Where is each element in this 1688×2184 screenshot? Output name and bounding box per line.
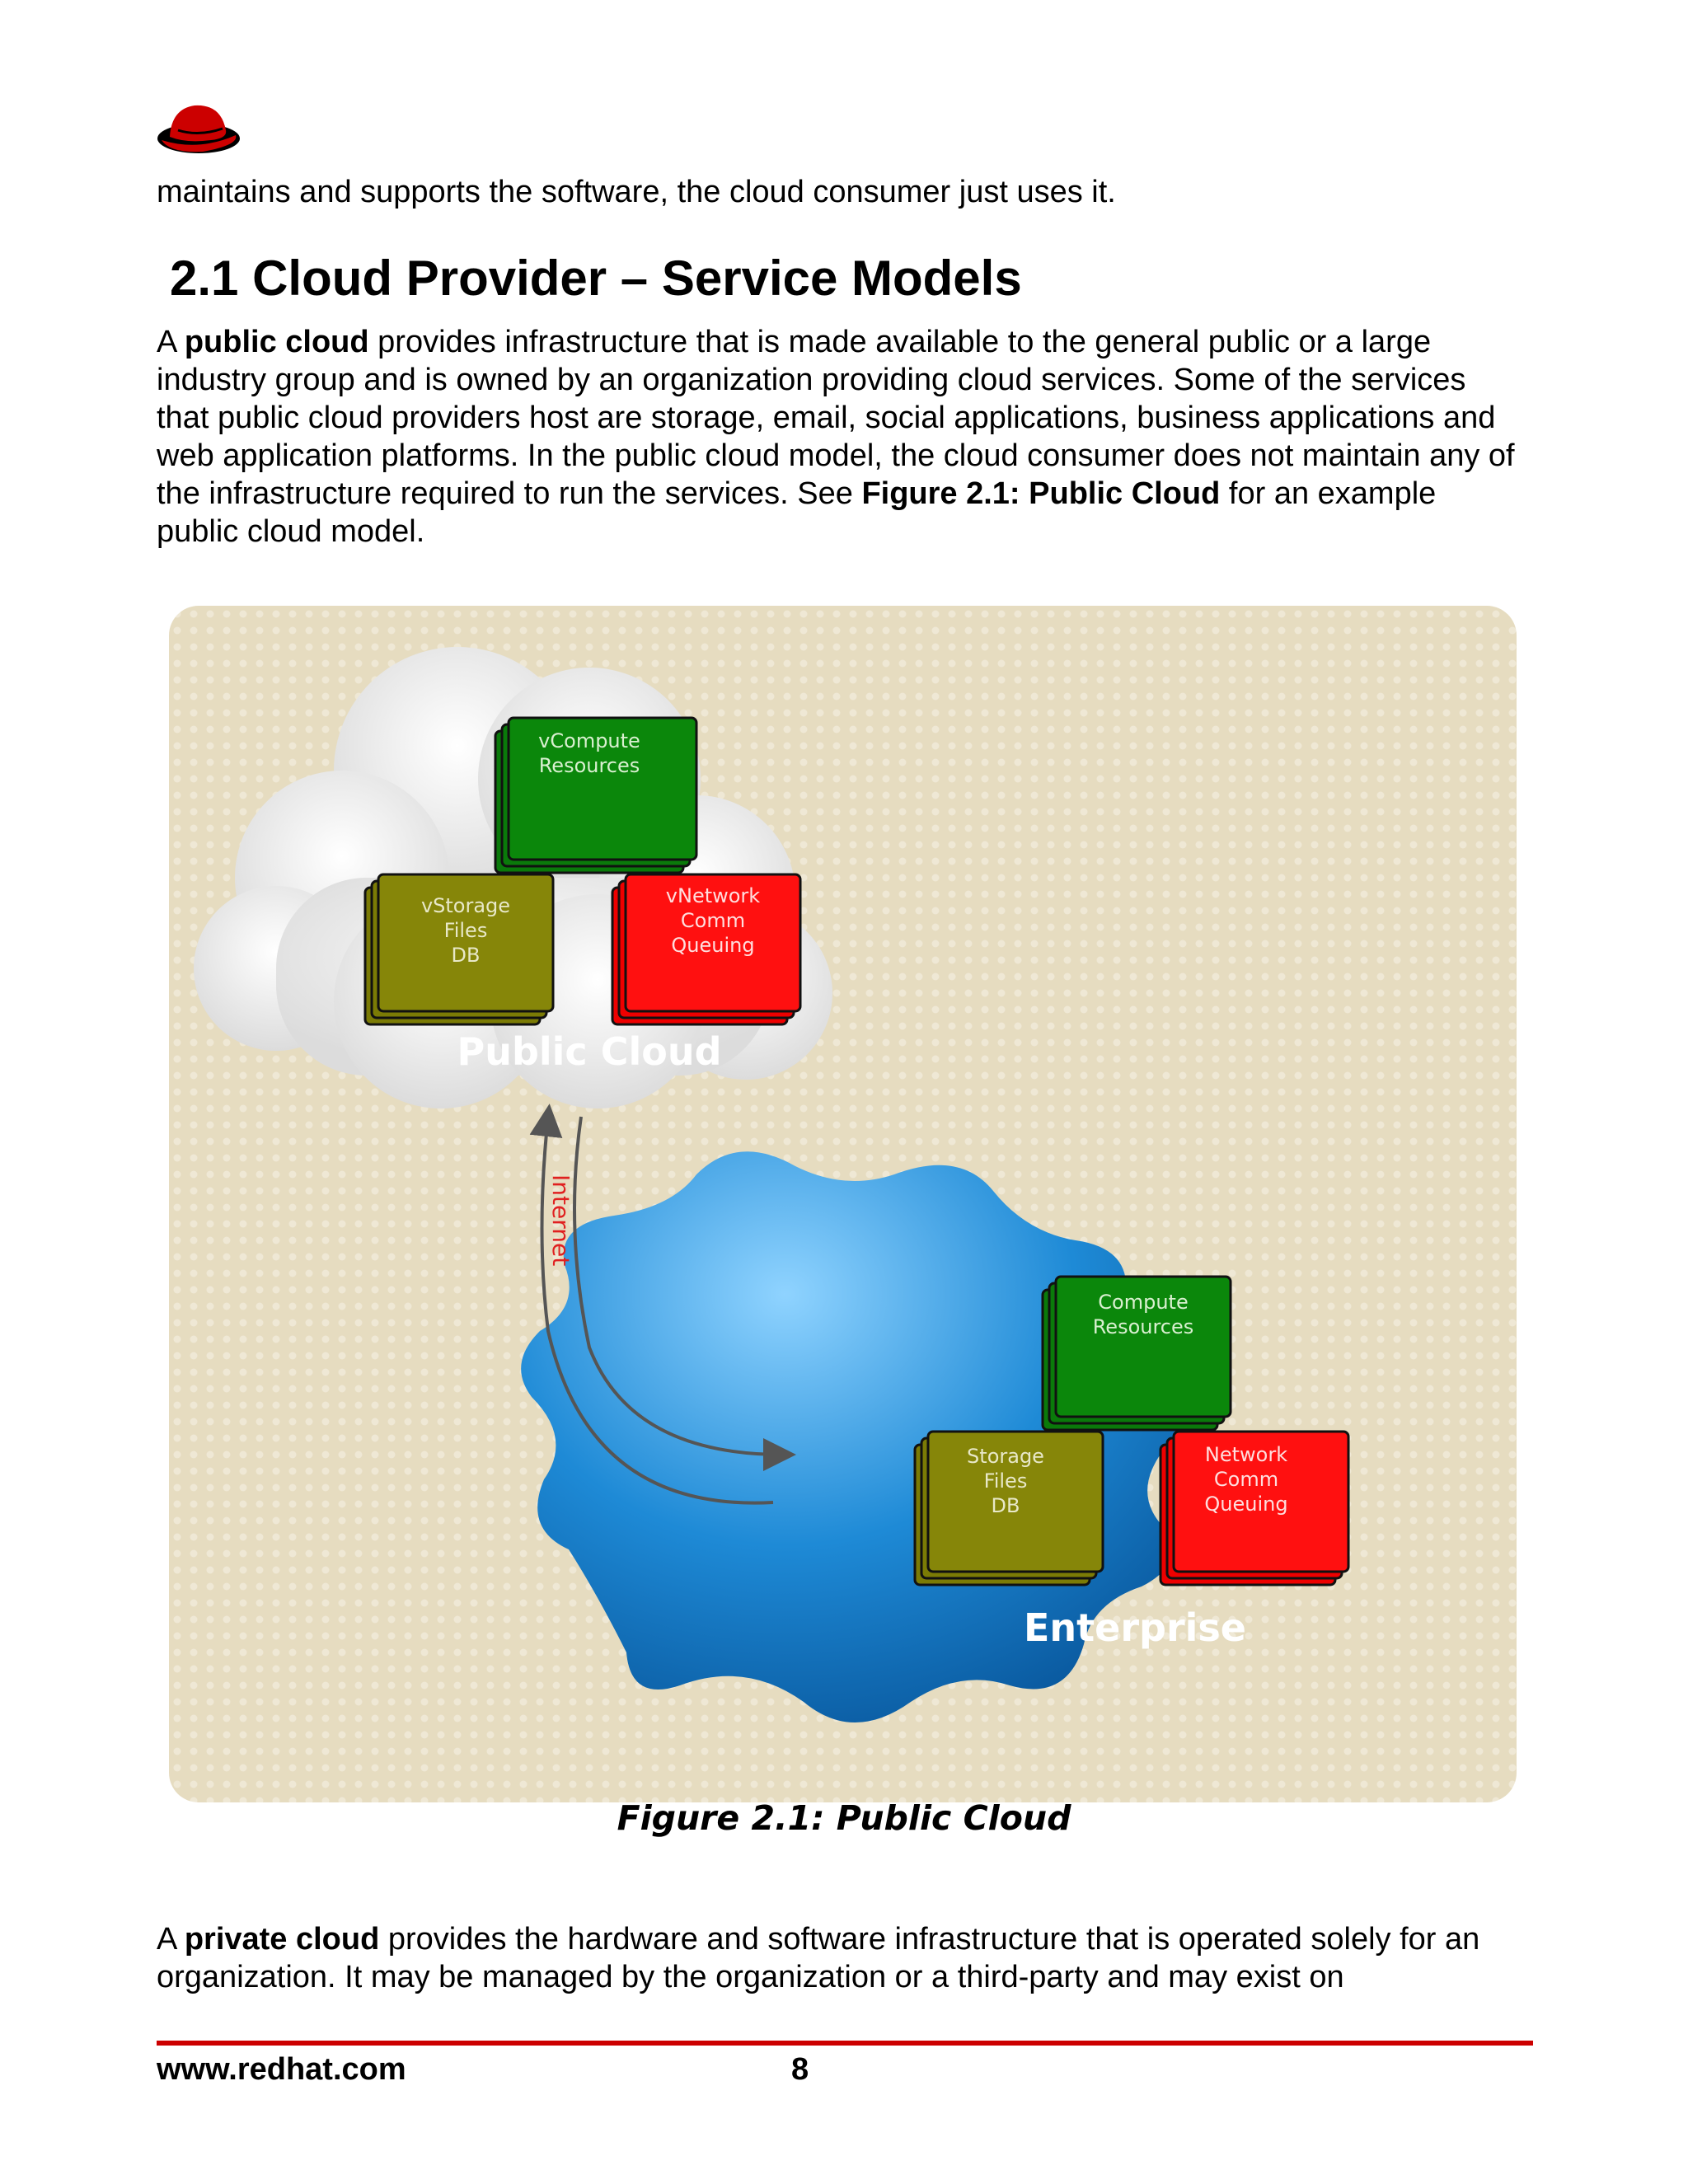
text-run: provides infrastructure that is made ava… [157, 325, 1515, 511]
network-label-3: Queuing [1204, 1493, 1287, 1516]
internet-arrow-down [573, 1116, 796, 1471]
paragraph-private-cloud: A private cloud provides the hardware an… [157, 1920, 1525, 1996]
vnetwork-label-3: Queuing [671, 934, 754, 957]
network-box: Network Comm Queuing [1159, 1430, 1350, 1586]
page-number: 8 [791, 2052, 809, 2087]
text-run: provides the hardware and software infra… [157, 1922, 1480, 1994]
redhat-logo [157, 105, 240, 153]
bold-term-public-cloud: public cloud [184, 325, 369, 359]
intro-line: maintains and supports the software, the… [157, 175, 1116, 209]
vnetwork-label-2: Comm [681, 909, 745, 932]
text-run: A [157, 325, 185, 359]
storage-box: Storage Files DB [913, 1430, 1104, 1586]
figure-reference: Figure 2.1: Public Cloud [861, 476, 1221, 511]
vnetwork-box: vNetwork Comm Queuing [611, 873, 802, 1026]
vcompute-label-2: Resources [539, 754, 640, 777]
vcompute-box: vCompute Resources [494, 716, 698, 874]
enterprise-label: Enterprise [1024, 1605, 1246, 1650]
public-cloud-figure: vCompute Resources vStorage Files DB vNe… [169, 606, 1517, 1802]
storage-label-3: DB [992, 1494, 1020, 1517]
public-cloud-label: Public Cloud [457, 1029, 721, 1074]
text-run: for an example public cloud model. [157, 476, 1437, 549]
vstorage-label-2: Files [444, 919, 488, 942]
internet-label: Internet [547, 1174, 574, 1266]
text-run: A [157, 1922, 185, 1957]
compute-label-1: Compute [1098, 1291, 1188, 1314]
storage-label-2: Files [984, 1469, 1028, 1493]
vstorage-box: vStorage Files DB [363, 873, 555, 1026]
paragraph-public-cloud: A public cloud provides infrastructure t… [157, 323, 1525, 551]
network-label-1: Network [1205, 1443, 1287, 1466]
network-label-2: Comm [1214, 1468, 1278, 1491]
footer-url: www.redhat.com [157, 2052, 406, 2087]
vstorage-label-3: DB [452, 944, 481, 967]
bold-term-private-cloud: private cloud [184, 1922, 380, 1957]
vnetwork-label-1: vNetwork [666, 884, 761, 907]
footer-rule [157, 2041, 1533, 2046]
section-heading: 2.1 Cloud Provider – Service Models [170, 251, 1022, 306]
compute-label-2: Resources [1093, 1315, 1194, 1338]
compute-box: Compute Resources [1041, 1275, 1232, 1432]
vstorage-label-1: vStorage [421, 894, 510, 917]
vcompute-label-1: vCompute [538, 729, 640, 752]
storage-label-1: Storage [967, 1445, 1044, 1468]
figure-caption: Figure 2.1: Public Cloud [617, 1798, 1071, 1838]
internet-arrow-up [529, 1104, 774, 1505]
